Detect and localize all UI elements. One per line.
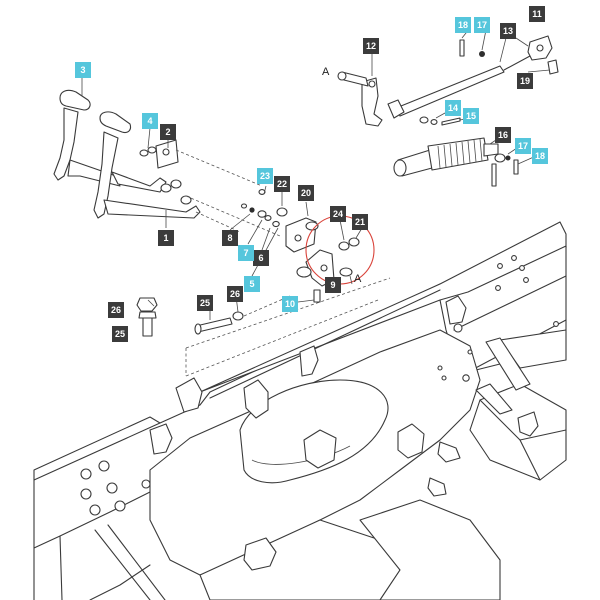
callout-10: 10 (282, 296, 298, 312)
main-frame (33, 221, 567, 600)
callout-26a: 26 (108, 302, 124, 318)
callout-2: 2 (160, 124, 176, 140)
callout-9: 9 (325, 277, 341, 293)
reference-a-left: A (322, 66, 330, 78)
reference-a-right: A (354, 273, 362, 285)
callout-22: 22 (274, 176, 290, 192)
callout-3: 3 (75, 62, 91, 78)
callout-6: 6 (253, 250, 269, 266)
callout-4: 4 (142, 113, 158, 129)
callout-16: 16 (495, 127, 511, 143)
callout-7: 7 (238, 245, 254, 261)
callout-18b: 18 (532, 148, 548, 164)
callout-14: 14 (445, 100, 461, 116)
callout-21: 21 (352, 214, 368, 230)
callout-19: 19 (517, 73, 533, 89)
callout-26b: 26 (227, 286, 243, 302)
callout-18a: 18 (455, 17, 471, 33)
callout-1: 1 (158, 230, 174, 246)
callout-25a: 25 (112, 326, 128, 342)
callout-17a: 17 (474, 17, 490, 33)
upper-linkage (337, 35, 559, 187)
callout-24: 24 (330, 206, 346, 222)
callout-17b: 17 (515, 138, 531, 154)
callout-15: 15 (463, 108, 479, 124)
callout-11: 11 (529, 6, 545, 22)
callout-20: 20 (298, 185, 314, 201)
callout-13: 13 (500, 23, 516, 39)
callout-5: 5 (244, 276, 260, 292)
callout-12: 12 (363, 38, 379, 54)
pedal-assembly (53, 89, 391, 377)
callout-8: 8 (222, 230, 238, 246)
callout-23: 23 (257, 168, 273, 184)
callout-25b: 25 (197, 295, 213, 311)
